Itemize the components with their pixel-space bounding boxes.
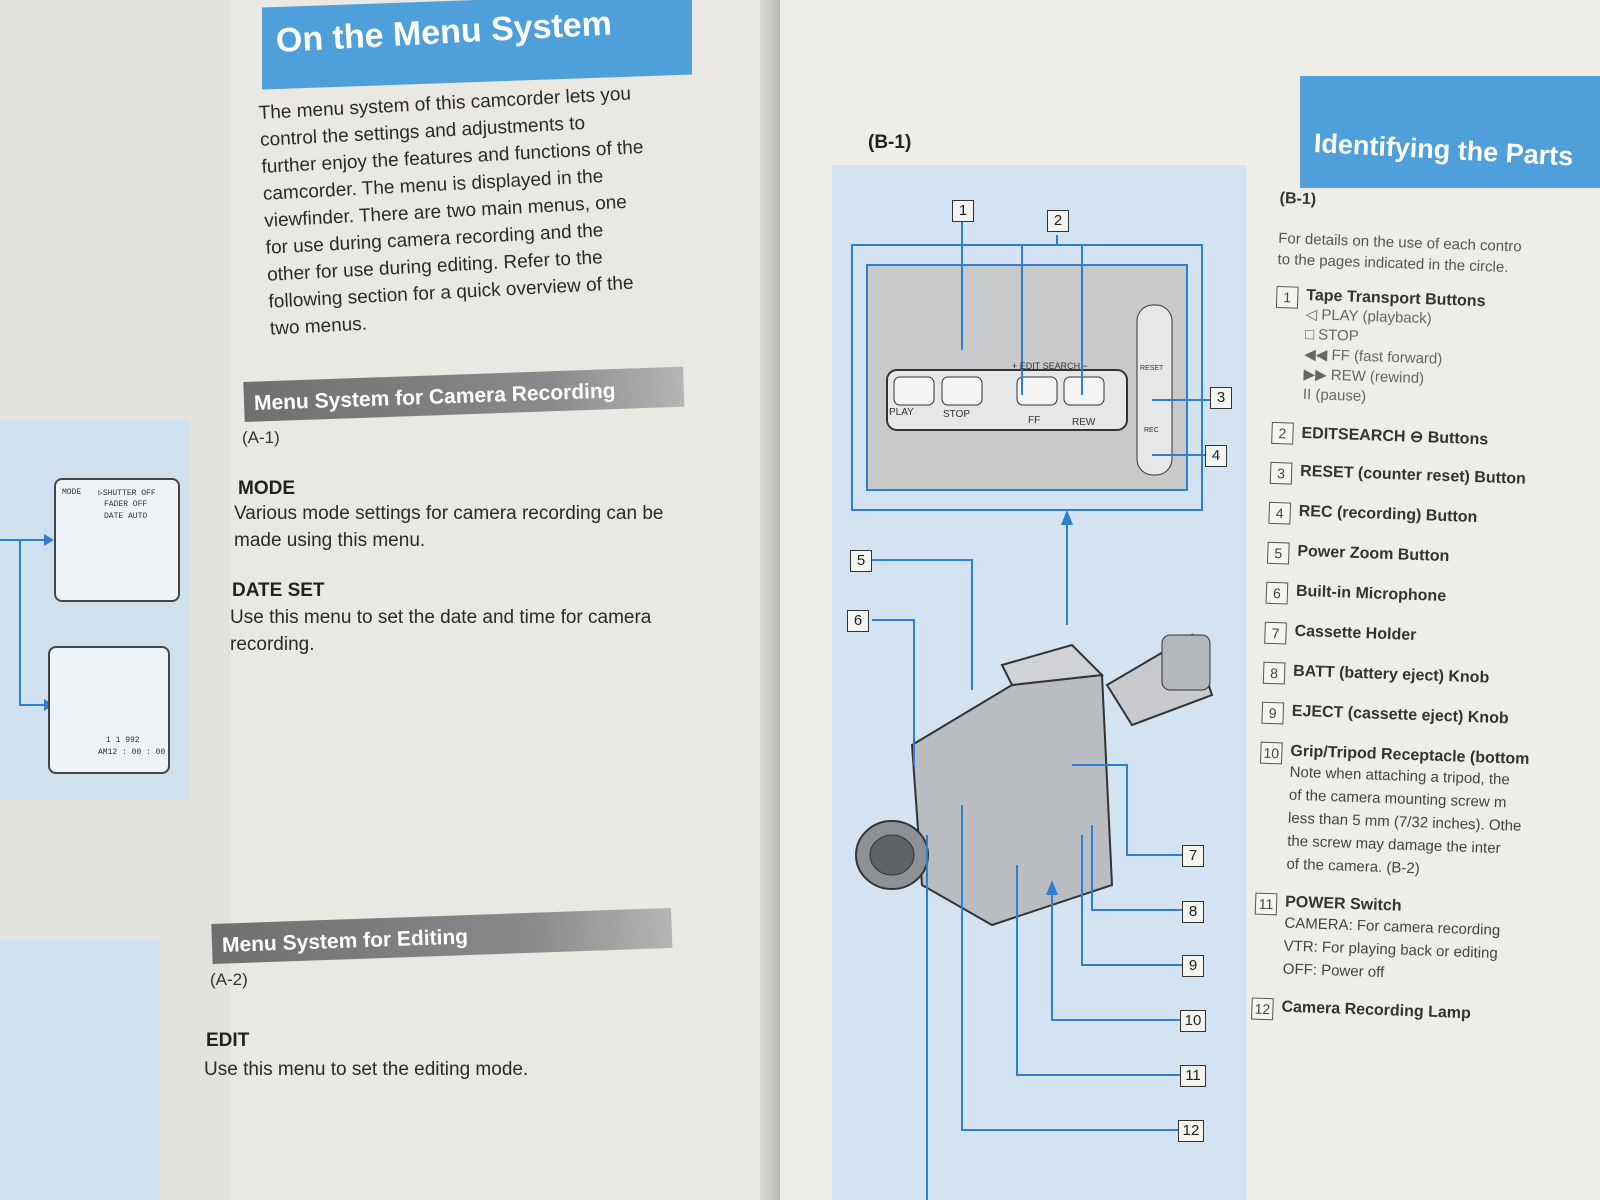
right-page: (B-1) [780, 0, 1600, 1200]
callout-10: 10 [1180, 1010, 1206, 1032]
viewfinder-date-screen: 1 1 992 AM12 : 00 : 00 [48, 646, 170, 774]
list-item: 1 Tape Transport Buttons ◁ PLAY (playbac… [1273, 285, 1597, 415]
callout-4: 4 [1205, 445, 1227, 467]
figure-label: (B-1) [868, 132, 912, 153]
play-label: PLAY [889, 407, 914, 418]
rew-label: REW [1072, 417, 1096, 428]
parts-intro: For details on the use of each contro to… [1277, 229, 1522, 277]
reset-label: RESET [1140, 365, 1164, 372]
lower-blue-panel [0, 940, 160, 1200]
diagram-drawing [851, 220, 1214, 1200]
parts-banner [1300, 76, 1600, 188]
list-item: 10 Grip/Tripod Receptacle (bottom Note w… [1256, 741, 1580, 886]
parts-ref: (B-1) [1279, 190, 1317, 209]
callout-3: 3 [1210, 387, 1232, 409]
callout-8: 8 [1182, 901, 1204, 923]
stop-label: STOP [943, 409, 971, 420]
viewfinder-mode-screen: MODE ▷SHUTTER OFF FADER OFF DATE AUTO [54, 478, 180, 602]
date-set-text: Use this menu to set the date and time f… [230, 607, 652, 655]
mode-heading: MODE [238, 478, 295, 499]
list-item: 11 POWER Switch CAMERA: For camera recor… [1252, 892, 1575, 991]
camcorder-diagram: PLAY STOP FF REW + EDIT SEARCH − RESET R… [832, 165, 1247, 1200]
rec-label: REC [1144, 427, 1159, 434]
mode-text: Various mode settings for camera recordi… [234, 503, 664, 551]
callout-2: 2 [1047, 210, 1069, 232]
left-page: On the Menu System The menu system of th… [0, 0, 780, 1200]
edit-text: Use this menu to set the editing mode. [204, 1059, 529, 1080]
callout-7: 7 [1182, 845, 1204, 867]
callout-12: 12 [1178, 1120, 1204, 1142]
intro-paragraph: The menu system of this camcorder lets y… [258, 83, 644, 340]
callout-6: 6 [847, 610, 869, 632]
callout-1: 1 [952, 200, 974, 222]
callout-5: 5 [850, 550, 872, 572]
date-set-heading: DATE SET [232, 580, 325, 601]
edit-heading: EDIT [206, 1030, 250, 1051]
callout-11: 11 [1180, 1065, 1206, 1087]
ff-label: FF [1028, 415, 1041, 426]
parts-list: (B-1) For details on the use of each con… [1250, 190, 1599, 1049]
section-ref-a2: (A-2) [210, 970, 248, 989]
edit-search-label: + EDIT SEARCH − [1012, 361, 1088, 371]
section-ref-a1: (A-1) [242, 428, 280, 447]
callout-9: 9 [1182, 955, 1204, 977]
